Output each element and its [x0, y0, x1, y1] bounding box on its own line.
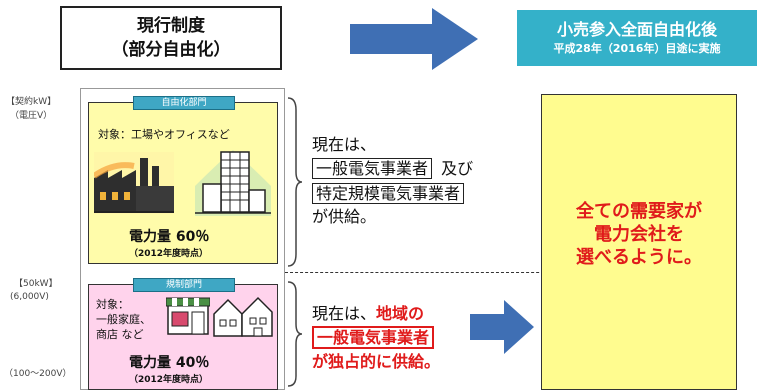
- arrow-right-icon: [470, 300, 534, 354]
- deregulated-desc-box1: 一般電気事業者: [312, 158, 433, 179]
- regulated-target: 対象： 一般家庭、 商店 など: [96, 297, 151, 342]
- full-liberalization-title: 小売参入全面自由化後: [556, 20, 717, 39]
- regulated-target-line2: 一般家庭、: [96, 313, 151, 326]
- regulated-tag: 規制部門: [133, 278, 235, 292]
- arrow-right-icon: [350, 8, 478, 70]
- regulated-target-line1: 対象：: [96, 298, 129, 311]
- all-customers-line1: 全ての需要家が: [576, 201, 702, 222]
- regulated-as-of: （2012年度時点）: [129, 375, 209, 385]
- all-customers-line2: 電力会社を: [594, 224, 684, 245]
- deregulated-target: 対象：工場やオフィスなど: [98, 128, 230, 141]
- label-threshold-kw: 【50kW】: [14, 279, 58, 289]
- house-icon: [213, 296, 273, 337]
- deregulated-amount: 電力量 60％: [129, 229, 210, 245]
- label-voltage: （電圧V）: [10, 111, 53, 121]
- regulated-desc-box: 一般電気事業者: [312, 326, 435, 349]
- label-contract-kw: 【契約kW】: [6, 97, 57, 107]
- deregulated-as-of: （2012年度時点）: [129, 249, 209, 259]
- regulated-target-line3: 商店 など: [96, 328, 144, 341]
- current-system-box: 現行制度 （部分自由化）: [60, 6, 282, 70]
- label-low-voltage: （100～200V）: [4, 369, 72, 379]
- divider-line: [285, 272, 735, 273]
- office-building-icon: [195, 150, 271, 216]
- regulated-amount: 電力量 40％: [129, 355, 210, 371]
- all-customers-line3: 選べるように。: [576, 247, 702, 268]
- full-liberalization-box: 小売参入全面自由化後 平成28年（2016年）目途に実施: [517, 10, 757, 66]
- deregulated-desc-line4: が供給。: [312, 207, 377, 226]
- current-system-title: 現行制度: [137, 16, 205, 36]
- deregulated-description: 現在は、 一般電気事業者 及び 特定規模電気事業者 が供給。: [312, 134, 473, 228]
- deregulated-desc-line1: 現在は、: [312, 135, 377, 154]
- current-system-subtitle: （部分自由化）: [111, 40, 231, 60]
- deregulated-tag: 自由化部門: [133, 96, 235, 110]
- deregulated-desc-box2: 特定規模電気事業者: [312, 183, 465, 204]
- full-liberalization-date: 平成28年（2016年）目途に実施: [553, 42, 721, 55]
- all-customers-message: 全ての需要家が 電力会社を 選べるように。: [541, 200, 737, 269]
- factory-icon: [94, 152, 174, 214]
- brace-deregulated: [287, 97, 303, 267]
- regulated-desc-prefix: 現在は、: [312, 304, 377, 323]
- regulated-description: 現在は、地域の 一般電気事業者 が独占的に供給。: [312, 303, 440, 373]
- deregulated-desc-mid: 及び: [441, 159, 474, 178]
- regulated-desc-line3: が独占的に供給。: [312, 352, 441, 371]
- brace-regulated: [287, 281, 303, 387]
- label-threshold-v: (6,000V): [10, 292, 49, 302]
- all-customers-column: [541, 94, 737, 390]
- shop-icon: [166, 297, 210, 335]
- regulated-desc-red: 地域の: [376, 304, 425, 323]
